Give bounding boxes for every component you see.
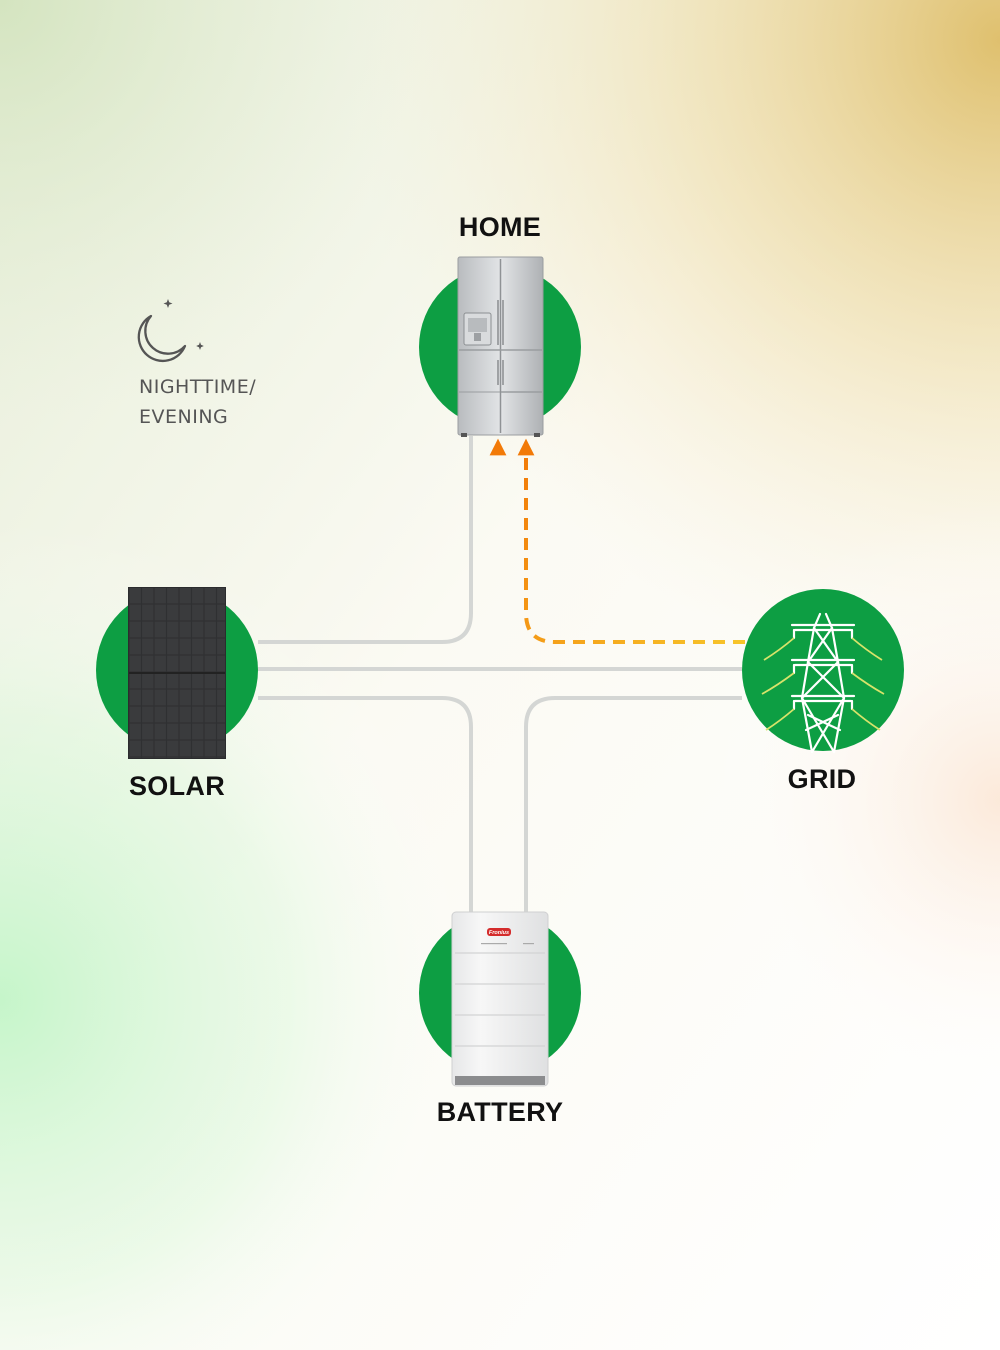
grid-label: GRID (787, 764, 857, 794)
wire-grid-battery (524, 696, 742, 912)
mode-label-line1: NIGHTTIME/ (139, 376, 257, 398)
refrigerator-icon (457, 256, 544, 437)
mode-label: NIGHTTIME/ EVENING (139, 372, 256, 432)
battery-label: BATTERY (436, 1097, 564, 1127)
wire-solar-battery (258, 696, 473, 912)
connector-wires (258, 436, 742, 912)
solar-panel-icon (128, 587, 226, 759)
home-label: HOME (458, 212, 542, 242)
flow-grid-to-home (517, 438, 745, 644)
battery-brand-logo: Fronius (489, 930, 509, 936)
battery-unit-icon: Fronius (451, 911, 549, 1087)
wire-solar-home (258, 436, 473, 644)
grid-node-circle (742, 589, 904, 751)
power-lines (761, 637, 885, 731)
moon-stars-icon (137, 299, 204, 363)
solar-label: SOLAR (129, 771, 225, 801)
power-tower-icon (790, 612, 856, 754)
energy-flows (489, 438, 745, 905)
mode-label-line2: EVENING (139, 406, 229, 428)
